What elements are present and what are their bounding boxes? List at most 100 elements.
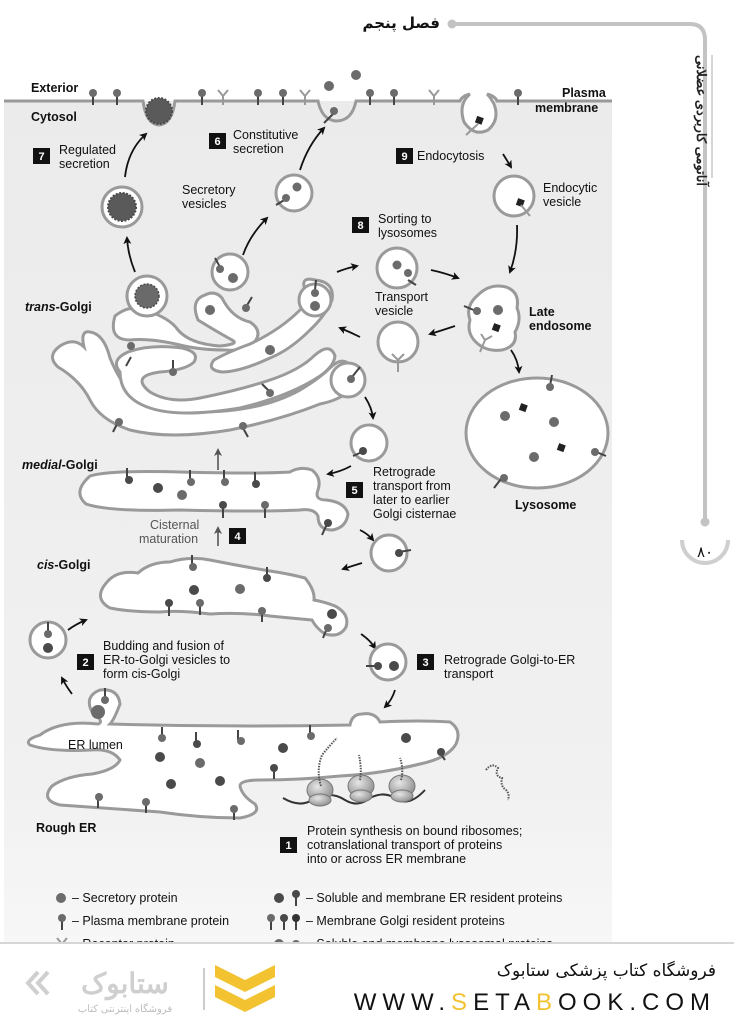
endocytic-vesicle — [492, 174, 536, 218]
legend-item-golgi-resident: – Membrane Golgi resident proteins — [267, 914, 505, 930]
arrow-from-er — [61, 676, 73, 695]
svg-text:3: 3 — [422, 657, 428, 669]
svg-text:– Soluble and membrane ER resi: – Soluble and membrane ER resident prote… — [306, 891, 562, 905]
svg-text:Regulated: Regulated — [59, 143, 116, 157]
plasma-membrane-proteins — [89, 89, 522, 105]
retrograde-golgi-er-vesicle — [366, 642, 408, 682]
late-endosome — [463, 284, 521, 353]
svg-text:form cis-Golgi: form cis-Golgi — [103, 667, 180, 681]
svg-text:Constitutive: Constitutive — [233, 128, 298, 142]
retrograde-vesicle-upper — [349, 423, 389, 463]
label-late: Late — [529, 305, 555, 319]
header-rule — [452, 22, 707, 520]
svg-text:1: 1 — [285, 840, 291, 852]
step-7: 7 Regulated secretion — [33, 143, 116, 171]
arrow-to-late-endosome — [508, 224, 519, 274]
legend-item-secretory: – Secretory protein — [56, 891, 178, 905]
svg-text:– Plasma membrane protein: – Plasma membrane protein — [72, 914, 229, 928]
step-3: 3 Retrograde Golgi-to-ER transport — [417, 653, 575, 681]
svg-text:9: 9 — [401, 151, 407, 163]
arrow-to-retrograde-er — [360, 633, 377, 650]
svg-text:transport from: transport from — [373, 479, 451, 493]
rough-er — [26, 688, 460, 820]
transport-vesicle-to-endosome — [375, 246, 419, 290]
store-url[interactable]: WWW.SETABOOK.COM — [354, 989, 716, 1016]
side-title: آناتومی کاربردی عضلانی — [693, 55, 713, 187]
arrow-to-regulated-vesicle — [123, 236, 136, 273]
svg-text:secretion: secretion — [59, 157, 110, 171]
label-er-lumen: ER lumen — [68, 738, 123, 752]
secretory-protein-icon — [56, 893, 66, 903]
svg-text:Golgi cisternae: Golgi cisternae — [373, 507, 456, 521]
receptor-icon — [428, 89, 440, 105]
arrow-to-constitutive-vesicle — [242, 216, 269, 256]
retrograde-vesicle-lower — [369, 533, 412, 573]
svg-text:transport: transport — [444, 667, 494, 681]
step-2: 2 Budding and fusion of ER-to-Golgi vesi… — [77, 639, 230, 681]
step-9: 9 Endocytosis — [396, 148, 484, 164]
transport-vesicle-return — [376, 320, 420, 372]
arrow-constitutive-secretion — [299, 126, 326, 171]
label-endosome: endosome — [529, 319, 592, 333]
svg-text:4: 4 — [234, 531, 241, 543]
label-secretory: Secretory — [182, 183, 236, 197]
svg-text:5: 5 — [351, 485, 357, 497]
svg-text:Retrograde Golgi-to-ER: Retrograde Golgi-to-ER — [444, 653, 575, 667]
legend-item-plasma-membrane: – Plasma membrane protein — [58, 914, 229, 930]
svg-text:maturation: maturation — [139, 532, 198, 546]
medial-golgi — [78, 466, 350, 536]
arrow-to-er — [383, 689, 396, 709]
svg-text:Protein synthesis on bound rib: Protein synthesis on bound ribosomes; — [307, 824, 522, 838]
arrow-endosome-return — [428, 325, 456, 337]
label-rough-er: Rough ER — [36, 821, 96, 835]
arrow-to-endosome — [430, 269, 460, 280]
svg-text:Endocytosis: Endocytosis — [417, 149, 484, 163]
svg-text:8: 8 — [357, 220, 363, 232]
label-transport: Transport — [375, 290, 429, 304]
golgi-resident-proteins-icon — [267, 914, 300, 930]
arrow-return-to-golgi — [338, 326, 361, 338]
svg-text:later to earlier: later to earlier — [373, 493, 449, 507]
logo-text: ستابوک — [81, 968, 169, 1001]
cis-golgi — [99, 555, 349, 639]
trans-golgi — [51, 252, 367, 438]
label-medial-golgi: medial-Golgi — [22, 458, 98, 472]
receptor-icon — [299, 89, 311, 105]
chapter-title: فصل پنجم — [362, 14, 440, 33]
svg-text:– Secretory protein: – Secretory protein — [72, 891, 178, 905]
er-resident-proteins-icon — [274, 890, 300, 906]
arrow-to-lower-retrograde — [359, 529, 375, 542]
label-transport-vesicle: vesicle — [375, 304, 413, 318]
plasma-membrane-protein-icon — [58, 914, 66, 930]
svg-text:Retrograde: Retrograde — [373, 465, 436, 479]
label-endocytic-vesicle: vesicle — [543, 195, 581, 209]
cytosol-area — [4, 101, 612, 943]
label-exterior: Exterior — [31, 81, 78, 95]
arrow-retrograde-trans — [364, 396, 377, 420]
label-cytosol: Cytosol — [31, 110, 77, 124]
svg-text:– Membrane Golgi resident prot: – Membrane Golgi resident proteins — [306, 914, 505, 928]
chapter-header: فصل پنجم — [362, 14, 710, 527]
logo-subtext: فروشگاه اینترنتی کتاب — [78, 1003, 173, 1015]
er-to-golgi-vesicle — [28, 620, 68, 660]
legend-item-er-resident: – Soluble and membrane ER resident prote… — [274, 890, 562, 906]
footer: ستابوک فروشگاه اینترنتی کتاب فروشگاه کتا… — [0, 942, 734, 1024]
label-vesicles: vesicles — [182, 197, 226, 211]
arrow-endocytosis — [502, 153, 513, 169]
label-plasma: Plasma — [562, 86, 607, 100]
bound-ribosomes — [282, 737, 426, 807]
arrow-to-cis — [341, 562, 363, 571]
constitutive-vesicle — [274, 173, 314, 213]
setabook-logo: ستابوک فروشگاه اینترنتی کتاب — [25, 965, 275, 1015]
lysosome — [464, 374, 610, 490]
step-8: 8 Sorting to lysosomes — [352, 212, 437, 240]
svg-text:7: 7 — [38, 151, 44, 163]
side-title-text: آناتومی کاربردی عضلانی — [693, 55, 710, 187]
receptor-icon — [217, 89, 229, 105]
arrow-to-transport-vesicle — [336, 263, 359, 273]
store-name: فروشگاه کتاب پزشکی ستابوک — [497, 960, 716, 981]
label-cis-golgi: cis-Golgi — [37, 558, 91, 572]
svg-text:ER-to-Golgi vesicles to: ER-to-Golgi vesicles to — [103, 653, 230, 667]
